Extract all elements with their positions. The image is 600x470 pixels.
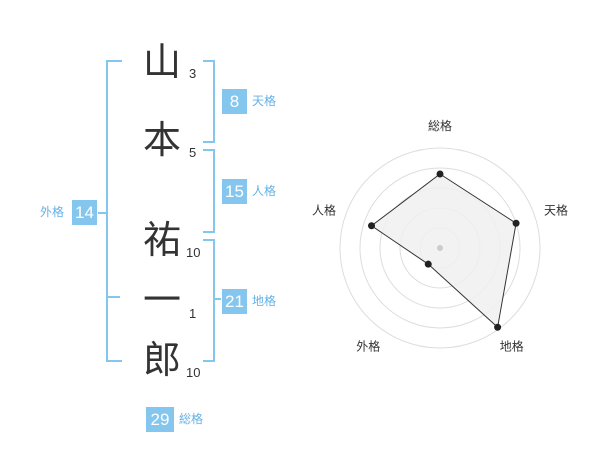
radar-point-0 bbox=[436, 170, 444, 178]
gaikaku-bracket bbox=[106, 60, 122, 362]
radar-data-area bbox=[370, 173, 517, 329]
stroke-count-4: 1 bbox=[189, 306, 197, 321]
tenkaku-value: 8 bbox=[222, 89, 247, 114]
gaikaku-value: 14 bbox=[72, 200, 97, 225]
gaikaku-bracket-tick bbox=[106, 296, 120, 298]
name-char-1: 山 bbox=[142, 40, 181, 84]
gaikaku-connector bbox=[98, 212, 106, 214]
radar-axis-label-1: 天格 bbox=[544, 202, 568, 217]
radar-point-4 bbox=[368, 222, 376, 230]
chikaku-connector bbox=[215, 298, 221, 300]
radar-point-1 bbox=[512, 219, 520, 227]
chikaku-label: 地格 bbox=[252, 294, 277, 308]
name-char-2: 本 bbox=[142, 118, 181, 162]
name-char-3: 祐 bbox=[142, 218, 181, 262]
radar-point-2 bbox=[494, 323, 502, 331]
radar-axis-label-3: 外格 bbox=[356, 339, 380, 354]
stroke-count-5: 10 bbox=[186, 365, 201, 380]
radar-point-3 bbox=[424, 260, 432, 268]
radar-axis-label-4: 人格 bbox=[312, 202, 336, 217]
soukaku-value: 29 bbox=[146, 407, 174, 432]
radar-center-dot bbox=[437, 245, 443, 251]
stroke-count-3: 10 bbox=[186, 245, 201, 260]
chikaku-value: 21 bbox=[222, 289, 247, 314]
tenkaku-bracket bbox=[203, 60, 215, 143]
tenkaku-label: 天格 bbox=[252, 94, 277, 108]
soukaku-label: 総格 bbox=[179, 412, 204, 426]
stroke-count-1: 3 bbox=[189, 66, 197, 81]
radar-ring bbox=[339, 147, 541, 349]
radar-ring bbox=[359, 167, 521, 329]
name-char-4: 一 bbox=[142, 278, 181, 322]
jinkaku-label: 人格 bbox=[252, 184, 277, 198]
jinkaku-value: 15 bbox=[222, 179, 247, 204]
jinkaku-bracket bbox=[203, 149, 215, 233]
name-char-5: 郎 bbox=[142, 338, 181, 382]
radar-axis-label-0: 総格 bbox=[428, 118, 452, 133]
gaikaku-label: 外格 bbox=[40, 205, 65, 219]
stroke-count-2: 5 bbox=[189, 145, 197, 160]
radar-axis-label-2: 地格 bbox=[500, 339, 524, 354]
chikaku-bracket bbox=[203, 239, 215, 362]
